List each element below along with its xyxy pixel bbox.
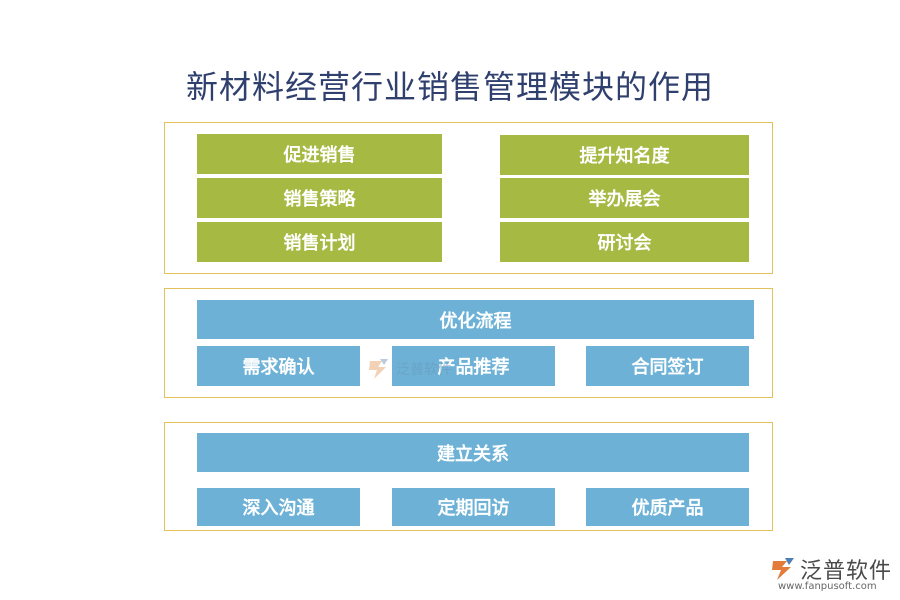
- box-exhibition: 举办展会: [500, 178, 749, 218]
- box-brand-awareness: 提升知名度: [500, 135, 749, 175]
- brand-name: 泛普软件: [800, 559, 893, 584]
- box-regular-visit: 定期回访: [392, 488, 555, 526]
- box-quality-product: 优质产品: [586, 488, 749, 526]
- box-promote-sales: 促进销售: [197, 134, 442, 174]
- box-sales-strategy: 销售策略: [197, 178, 442, 218]
- header-optimize-process: 优化流程: [197, 300, 754, 339]
- box-requirement-confirm: 需求确认: [197, 346, 360, 386]
- fanpu-logo-icon: [369, 359, 388, 379]
- header-build-relationship: 建立关系: [197, 433, 749, 472]
- brand-url: www.fanpusoft.com: [778, 581, 877, 592]
- box-seminar: 研讨会: [500, 222, 749, 262]
- box-product-recommend: 产品推荐: [392, 346, 555, 386]
- box-sales-plan: 销售计划: [197, 222, 442, 262]
- fanpu-logo-icon: [772, 558, 794, 580]
- watermark-text: 泛普软件: [396, 362, 452, 378]
- box-contract-sign: 合同签订: [586, 346, 749, 386]
- diagram-title: 新材料经营行业销售管理模块的作用: [185, 68, 714, 106]
- box-deep-communication: 深入沟通: [197, 488, 360, 526]
- watermark: 泛普软件: [366, 357, 452, 381]
- brand-logo: 泛普软件: [770, 553, 892, 585]
